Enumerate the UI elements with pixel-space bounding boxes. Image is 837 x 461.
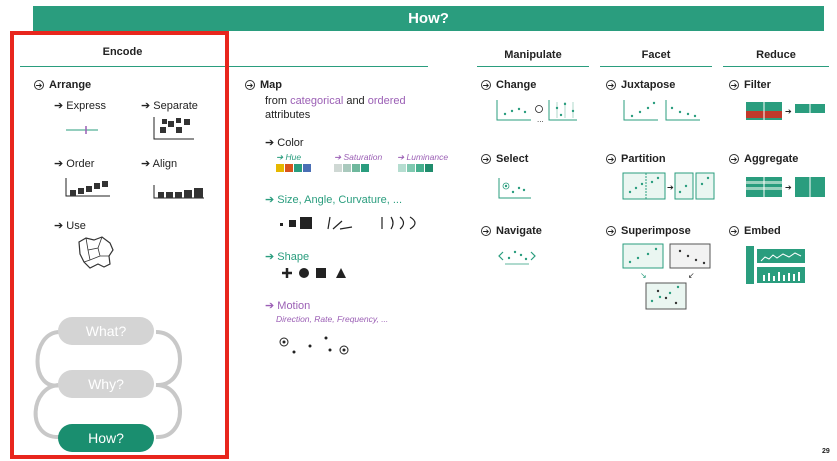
categorical-term: categorical xyxy=(290,95,344,107)
embed-heading: ➔ Embed xyxy=(729,225,781,237)
nav-connector-lines xyxy=(33,330,182,440)
align-label: ➔ Align xyxy=(141,158,178,170)
select-heading: ➔ Select xyxy=(481,153,528,165)
column-heading-reduce: Reduce xyxy=(756,49,796,61)
juxtapose-title: Juxtapose xyxy=(621,79,676,91)
aggregate-title: Aggregate xyxy=(744,153,799,165)
filter-icon: ➔ xyxy=(746,102,825,120)
juxtapose-heading: ➔ Juxtapose xyxy=(606,79,675,91)
arrow-circle-icon: ➔ xyxy=(606,226,616,236)
aggregate-icon: ➔ xyxy=(746,177,825,197)
partition-title: Partition xyxy=(621,153,666,165)
manipulate-divider xyxy=(477,66,589,67)
nav-pill-what-label: What? xyxy=(85,323,127,339)
arrow-circle-icon: ➔ xyxy=(245,80,255,90)
svg-text:➔: ➔ xyxy=(785,107,792,116)
change-icon: ... xyxy=(496,100,577,124)
shape-icons xyxy=(282,268,346,278)
partition-icon: ➔ xyxy=(622,172,715,200)
separate-label: ➔ Separate xyxy=(141,100,198,112)
partition-heading: ➔ Partition xyxy=(606,153,666,165)
hue-label: ➔ Hue xyxy=(276,152,302,162)
svg-text:...: ... xyxy=(537,116,544,124)
svg-text:➔: ➔ xyxy=(785,183,792,192)
arrow-circle-icon: ➔ xyxy=(729,226,739,236)
select-title: Select xyxy=(496,153,529,165)
nav-pill-why[interactable]: Why? xyxy=(58,370,154,398)
navigate-icon xyxy=(498,250,536,265)
map-title: Map xyxy=(260,79,282,91)
page-number: 29 xyxy=(822,448,830,455)
highlight-frame xyxy=(10,31,229,459)
color-label: ➔ Color xyxy=(265,137,304,149)
nav-pill-what[interactable]: What? xyxy=(58,317,154,345)
use-label: ➔ Use xyxy=(54,220,86,232)
nav-pill-why-label: Why? xyxy=(88,376,124,392)
motion-sublabel: Direction, Rate, Frequency, ... xyxy=(276,314,389,324)
juxtapose-icon xyxy=(623,100,700,121)
select-icon xyxy=(498,178,531,199)
superimpose-heading: ➔ Superimpose xyxy=(606,225,691,237)
motion-icons xyxy=(279,336,349,355)
banner-title: How? xyxy=(408,10,449,27)
column-heading-manipulate: Manipulate xyxy=(504,49,562,61)
filter-title: Filter xyxy=(744,79,771,91)
luminance-label: ➔ Luminance xyxy=(397,152,449,162)
change-title: Change xyxy=(496,79,537,91)
arrow-circle-icon: ➔ xyxy=(481,226,491,236)
arrow-circle-icon: ➔ xyxy=(606,80,616,90)
arrange-title: Arrange xyxy=(49,79,92,91)
nav-pill-how-label: How? xyxy=(88,430,124,446)
arrow-circle-icon: ➔ xyxy=(729,154,739,164)
svg-text:↙: ↙ xyxy=(688,271,695,280)
motion-label: ➔ Motion xyxy=(265,300,311,312)
arrow-circle-icon: ➔ xyxy=(34,80,44,90)
color-swatches xyxy=(276,164,433,172)
order-label: ➔ Order xyxy=(54,158,95,170)
encode-divider xyxy=(20,66,428,67)
svg-text:➔: ➔ xyxy=(667,183,674,192)
superimpose-icon: ↘ ↙ xyxy=(622,243,711,310)
align-icon xyxy=(153,185,204,199)
arrow-circle-icon: ➔ xyxy=(481,154,491,164)
map-heading: ➔ Map xyxy=(245,79,282,91)
shape-label: ➔ Shape xyxy=(265,251,310,263)
aggregate-heading: ➔ Aggregate xyxy=(729,153,798,165)
arrow-circle-icon: ➔ xyxy=(606,154,616,164)
column-heading-encode: Encode xyxy=(102,46,143,58)
size-label: ➔ Size, Angle, Curvature, ... xyxy=(265,194,403,206)
superimpose-title: Superimpose xyxy=(621,225,691,237)
arrow-circle-icon: ➔ xyxy=(729,80,739,90)
page-banner: How? xyxy=(33,6,824,31)
separate-icon xyxy=(153,117,194,140)
change-heading: ➔ Change xyxy=(481,79,536,91)
map-outline-icon xyxy=(78,236,114,269)
embed-icon xyxy=(746,246,805,284)
facet-divider xyxy=(600,66,712,67)
ordered-term: ordered xyxy=(367,95,406,107)
arrow-circle-icon: ➔ xyxy=(481,80,491,90)
size-angle-curvature-icons xyxy=(280,216,416,230)
nav-pill-how[interactable]: How? xyxy=(58,424,154,452)
saturation-label: ➔ Saturation xyxy=(334,152,383,162)
navigate-heading: ➔ Navigate xyxy=(481,225,542,237)
express-label: ➔ Express xyxy=(54,100,107,112)
express-icon xyxy=(66,126,98,134)
column-heading-facet: Facet xyxy=(641,49,671,61)
filter-heading: ➔ Filter xyxy=(729,79,771,91)
navigate-title: Navigate xyxy=(496,225,542,237)
order-icon xyxy=(65,178,110,197)
reduce-divider xyxy=(723,66,829,67)
embed-title: Embed xyxy=(744,225,781,237)
arrange-heading: ➔ Arrange xyxy=(34,79,91,91)
svg-text:↘: ↘ xyxy=(640,271,647,280)
